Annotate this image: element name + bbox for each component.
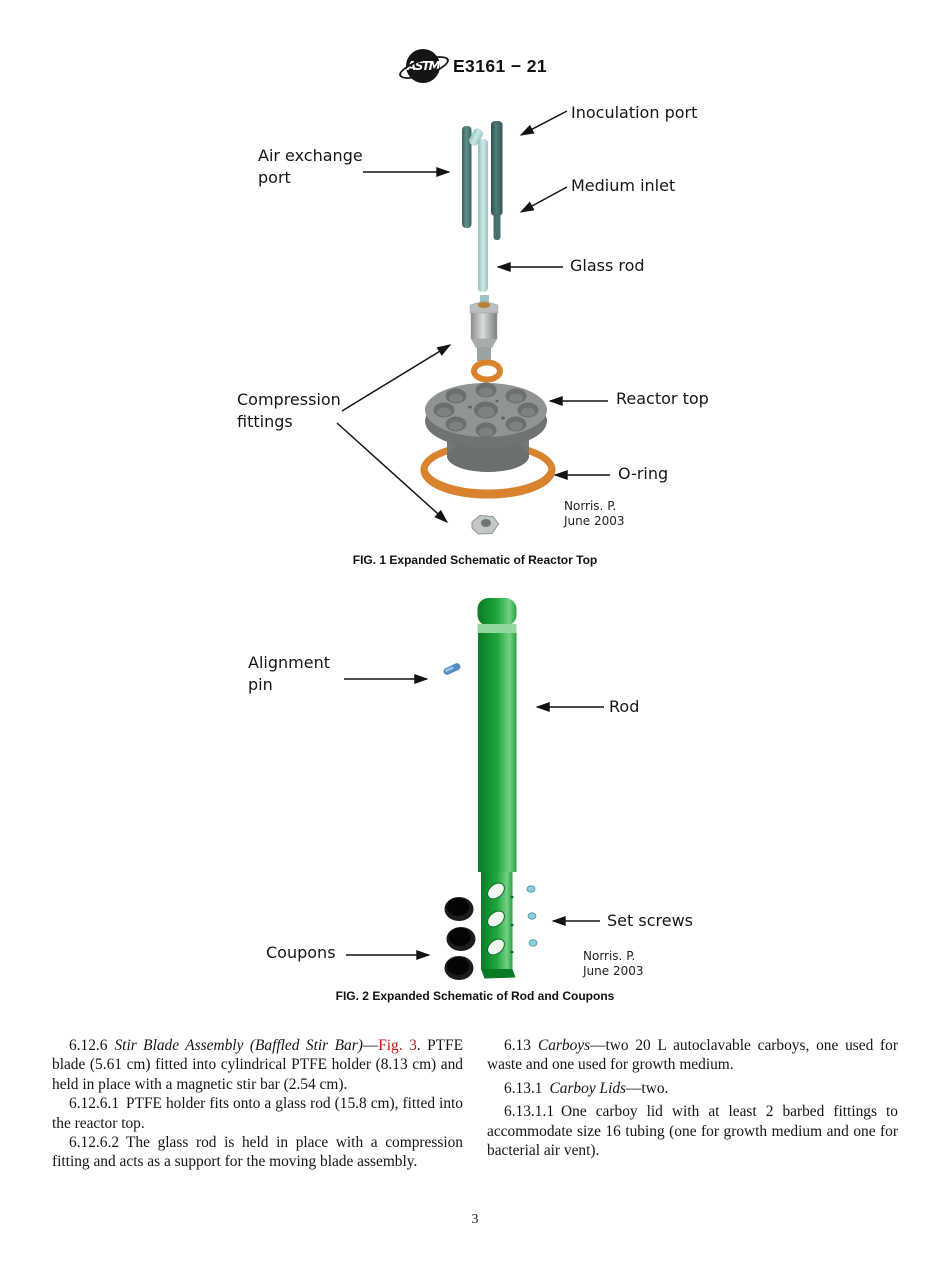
fig3-link[interactable]: Fig. 3 bbox=[378, 1037, 417, 1054]
glass-rod-shaft bbox=[478, 139, 488, 292]
inoculation-tube bbox=[491, 121, 503, 216]
label-o-ring: O-ring bbox=[618, 464, 669, 483]
page-number: 3 bbox=[471, 1212, 479, 1227]
compression-fitting-drawing bbox=[469, 295, 499, 365]
section-number: 6.13 bbox=[504, 1037, 531, 1054]
body-column-right: 6.13 Carboys—two 20 L autoclavable carboy… bbox=[487, 1036, 898, 1160]
fig2-arrows bbox=[344, 674, 604, 960]
label-coupons: Coupons bbox=[266, 943, 336, 962]
section-number: 6.13.1.1 bbox=[504, 1103, 555, 1121]
paragraph-6-13: 6.13 Carboys—two 20 L autoclavable carboy… bbox=[487, 1036, 898, 1075]
label-inoculation-port: Inoculation port bbox=[571, 103, 698, 122]
arrow-inoculation-port bbox=[519, 110, 568, 136]
reactor-top-drawing bbox=[425, 382, 547, 472]
fig1-credit: Norris. P. June 2003 bbox=[564, 499, 625, 528]
set-screws-drawing bbox=[526, 885, 538, 947]
fig2-caption: FIG. 2 Expanded Schematic of Rod and Cou… bbox=[335, 989, 615, 1003]
body-column-left: 6.12.6 Stir Blade Assembly (Baffled Stir … bbox=[52, 1036, 463, 1172]
set-screw-holes bbox=[510, 895, 514, 954]
section-number: 6.13.1 bbox=[504, 1079, 543, 1097]
paragraph-text: PTFE holder fits onto a glass rod (15.8 … bbox=[52, 1095, 463, 1132]
section-title: Carboy Lids bbox=[549, 1079, 627, 1097]
glass-rod-top-bend bbox=[469, 128, 483, 146]
label-set-screws: Set screws bbox=[607, 911, 693, 930]
paragraph-text: One carboy lid with at least 2 barbed fi… bbox=[487, 1103, 898, 1160]
o-ring-drawing bbox=[420, 441, 556, 499]
section-title: Carboys bbox=[537, 1037, 591, 1054]
label-reactor-top: Reactor top bbox=[616, 389, 709, 408]
label-glass-rod: Glass rod bbox=[570, 256, 645, 275]
medium-inlet-tube bbox=[493, 214, 501, 240]
section-number: 6.12.6 bbox=[69, 1037, 108, 1054]
fig2-diagram bbox=[344, 598, 604, 980]
paragraph-6-13-1: 6.13.1 Carboy Lids—two. bbox=[487, 1079, 898, 1098]
rod-drawing bbox=[477, 598, 517, 979]
section-number: 6.12.6.1 bbox=[69, 1095, 120, 1113]
arrow-medium-inlet bbox=[519, 186, 568, 213]
astm-logo-icon: ASTM bbox=[396, 46, 452, 86]
label-alignment-pin: Alignment pin bbox=[248, 653, 330, 694]
document-header: ASTM E3161 − 21 bbox=[0, 46, 950, 86]
dash: — bbox=[362, 1037, 379, 1054]
coupon-holes bbox=[487, 882, 505, 956]
paragraph-6-12-6: 6.12.6 Stir Blade Assembly (Baffled Stir … bbox=[52, 1036, 463, 1094]
document-number: E3161 − 21 bbox=[452, 55, 547, 76]
alignment-pin-drawing bbox=[443, 663, 461, 675]
fig2-credit: Norris. P. June 2003 bbox=[583, 949, 644, 978]
arrow-compression-fitting-upper bbox=[341, 344, 452, 412]
nut-drawing bbox=[471, 514, 500, 535]
coupons-drawing bbox=[444, 897, 476, 980]
label-rod: Rod bbox=[609, 697, 640, 716]
label-compression-fittings: Compression fittings bbox=[237, 390, 341, 431]
arrow-compression-fitting-lower bbox=[336, 422, 449, 523]
label-air-exchange-port: Air exchange port bbox=[258, 146, 363, 187]
section-title: Stir Blade Assembly (Baffled Stir Bar) bbox=[114, 1037, 363, 1054]
section-number: 6.12.6.2 bbox=[69, 1134, 120, 1152]
paragraph-text: . PTFE blade (5.61 cm) fitted into cylin… bbox=[52, 1037, 464, 1093]
ferrule-ring bbox=[471, 359, 503, 383]
fig1-arrows bbox=[336, 110, 610, 523]
air-exchange-tube bbox=[462, 126, 472, 228]
fig1-diagram bbox=[336, 110, 610, 535]
paragraph-text: —two. bbox=[626, 1079, 669, 1097]
paragraph-text: —two 20 L autoclavable carboys, one used… bbox=[487, 1037, 898, 1074]
label-medium-inlet: Medium inlet bbox=[571, 176, 676, 195]
paragraph-text: The glass rod is held in place with a co… bbox=[52, 1134, 463, 1171]
fig1-caption: FIG. 1 Expanded Schematic of Reactor Top bbox=[352, 553, 598, 567]
